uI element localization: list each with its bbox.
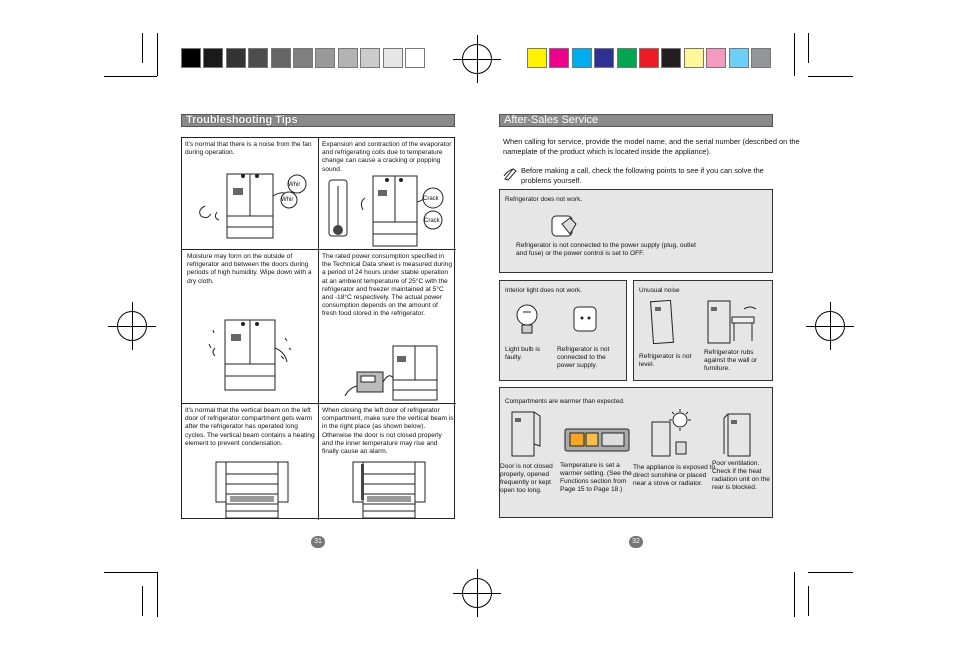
tip-cell-door-closing: When closing the left door of refrigerat… bbox=[319, 404, 456, 520]
troubleshooting-title: Troubleshooting Tips bbox=[181, 114, 455, 127]
color-swatch bbox=[728, 48, 749, 68]
registration-mark-icon bbox=[453, 35, 501, 83]
color-swatch bbox=[225, 48, 246, 68]
registration-mark-icon bbox=[108, 302, 156, 350]
sunshine-fridge-icon bbox=[651, 409, 691, 457]
crop-mark bbox=[142, 33, 143, 63]
color-swatch bbox=[527, 48, 547, 68]
color-swatch bbox=[181, 48, 201, 68]
sound-label: Crack bbox=[424, 218, 440, 224]
tip-text: It's normal that the vertical beam on th… bbox=[185, 407, 315, 447]
problem-title: Unusual noise bbox=[639, 287, 680, 294]
color-swatch bbox=[315, 48, 336, 68]
page-number: 31 bbox=[311, 536, 325, 548]
crop-mark bbox=[808, 33, 809, 63]
color-swatch bbox=[248, 48, 269, 68]
fridge-against-furniture-icon bbox=[707, 300, 757, 344]
fan-noise-illustration-icon bbox=[199, 173, 307, 239]
grayscale-color-bar bbox=[181, 48, 427, 68]
page-number: 32 bbox=[629, 536, 643, 548]
power-meter-illustration-icon bbox=[344, 345, 438, 401]
crack-sound-illustration-icon bbox=[328, 175, 444, 247]
tilted-fridge-icon bbox=[650, 299, 674, 345]
color-swatch bbox=[661, 48, 682, 68]
problem-box-not-working: Refrigerator does not work. Refrigerator… bbox=[499, 189, 773, 273]
problem-cause: The appliance is exposed to direct sunsh… bbox=[633, 464, 716, 487]
rear-ventilation-fridge-icon bbox=[723, 413, 751, 457]
problem-cause: Temperature is set a warmer setting. (Se… bbox=[560, 462, 632, 493]
crop-mark bbox=[157, 572, 158, 617]
tip-text: Expansion and contraction of the evapora… bbox=[322, 141, 452, 173]
after-sales-title: After-Sales Service bbox=[499, 114, 773, 127]
problem-title: Compartments are warmer than expected. bbox=[505, 398, 625, 405]
problem-box-noise: Unusual noise Refrigerator is not level.… bbox=[633, 280, 773, 381]
crop-mark bbox=[808, 76, 853, 77]
color-swatch bbox=[292, 48, 313, 68]
problem-cause: Light bulb is faulty. bbox=[505, 346, 541, 361]
color-swatch bbox=[404, 48, 425, 68]
sound-label: Whir bbox=[281, 197, 294, 203]
color-swatch bbox=[616, 48, 637, 68]
sound-label: Whir bbox=[288, 182, 301, 188]
tip-text: Moisture may form on the outside of refr… bbox=[187, 253, 312, 285]
moisture-illustration-icon bbox=[208, 319, 292, 391]
tip-cell-power: The rated power consumption specified in… bbox=[319, 250, 456, 404]
color-swatch bbox=[594, 48, 615, 68]
cmyk-color-bar bbox=[527, 48, 773, 68]
troubleshooting-table: It's normal that there is a noise from t… bbox=[181, 137, 456, 520]
crop-mark bbox=[808, 586, 809, 616]
color-swatch bbox=[683, 48, 704, 68]
problem-cause: Refrigerator is not connected to the pow… bbox=[557, 346, 610, 369]
pencil-note-icon bbox=[503, 168, 517, 181]
crop-mark bbox=[104, 572, 157, 573]
open-fridge-illustration-icon bbox=[215, 461, 289, 519]
problem-box-light: Interior light does not work. Light bulb… bbox=[499, 280, 627, 381]
tip-cell-cracking: Expansion and contraction of the evapora… bbox=[319, 138, 456, 250]
color-swatch bbox=[203, 48, 224, 68]
problem-cause: Refrigerator is not connected to the pow… bbox=[516, 242, 696, 257]
problem-title: Interior light does not work. bbox=[505, 287, 582, 294]
power-socket-icon bbox=[573, 306, 597, 332]
problem-cause: Refrigerator is not level. bbox=[639, 353, 692, 368]
problem-box-warm: Compartments are warmer than expected. D… bbox=[499, 387, 773, 518]
registration-mark-icon bbox=[453, 569, 501, 617]
problem-cause: Refrigerator rubs against the wall or fu… bbox=[704, 349, 758, 372]
service-intro-text: When calling for service, provide the mo… bbox=[503, 137, 800, 156]
open-fridge-beam-illustration-icon bbox=[352, 461, 426, 519]
tip-text: The rated power consumption specified in… bbox=[322, 253, 452, 318]
check-before-calling-note: Before making a call, check the followin… bbox=[521, 166, 764, 185]
crop-mark bbox=[794, 572, 795, 617]
color-swatch bbox=[706, 48, 727, 68]
problem-cause: Door is not closed properly, opened freq… bbox=[500, 463, 553, 494]
crop-mark bbox=[808, 572, 853, 573]
crop-mark bbox=[794, 33, 795, 76]
crop-mark bbox=[142, 586, 143, 616]
crop-mark bbox=[157, 33, 158, 76]
color-swatch bbox=[382, 48, 403, 68]
color-swatch bbox=[270, 48, 291, 68]
tip-text: It's normal that there is a noise from t… bbox=[185, 141, 312, 157]
tip-cell-fan-noise: It's normal that there is a noise from t… bbox=[182, 138, 319, 250]
plug-socket-icon bbox=[551, 215, 577, 237]
light-bulb-icon bbox=[516, 304, 538, 334]
problem-title: Refrigerator does not work. bbox=[505, 196, 583, 203]
control-panel-icon bbox=[564, 428, 630, 452]
tip-text: When closing the left door of refrigerat… bbox=[322, 407, 454, 456]
color-swatch bbox=[638, 48, 659, 68]
problem-cause: Poor ventilation. Check if the heat radi… bbox=[712, 460, 770, 491]
color-swatch bbox=[360, 48, 381, 68]
tip-cell-vertical-beam: It's normal that the vertical beam on th… bbox=[182, 404, 319, 520]
color-swatch bbox=[337, 48, 358, 68]
open-door-fridge-icon bbox=[511, 411, 541, 457]
color-swatch bbox=[571, 48, 592, 68]
crop-mark bbox=[104, 76, 157, 77]
sound-label: Crack bbox=[423, 196, 439, 202]
registration-mark-icon bbox=[806, 302, 854, 350]
color-swatch bbox=[549, 48, 570, 68]
color-swatch bbox=[750, 48, 771, 68]
tip-cell-moisture: Moisture may form on the outside of refr… bbox=[182, 250, 319, 404]
